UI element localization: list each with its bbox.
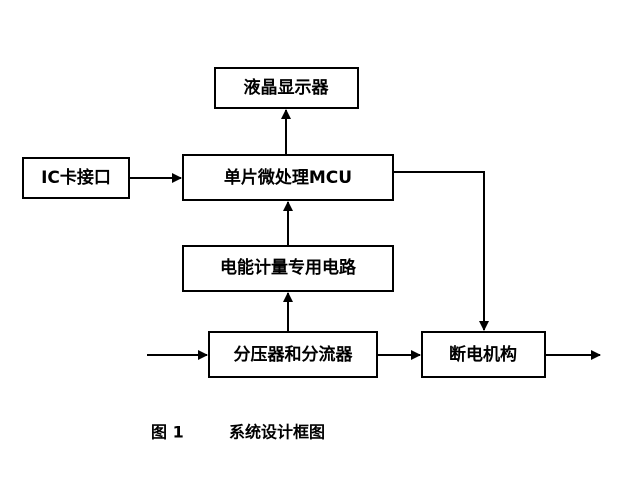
divider-block: 分压器和分流器	[208, 331, 378, 378]
breaker-label: 断电机构	[449, 344, 517, 365]
lcd-block: 液晶显示器	[214, 67, 359, 109]
figure-number: 图 1	[151, 423, 184, 442]
mcu-block: 单片微处理MCU	[182, 154, 394, 201]
figure-title: 系统设计框图	[229, 423, 325, 442]
lcd-label: 液晶显示器	[244, 77, 330, 98]
mcu-label: 单片微处理MCU	[224, 167, 352, 188]
metering-block: 电能计量专用电路	[182, 245, 394, 292]
metering-label: 电能计量专用电路	[220, 257, 357, 278]
divider-label: 分压器和分流器	[234, 344, 354, 365]
figure-caption: 图 1 系统设计框图	[151, 423, 325, 442]
breaker-block: 断电机构	[421, 331, 546, 378]
arrow-mcu-to-breaker	[393, 171, 489, 331]
ic-card-label: IC卡接口	[41, 167, 111, 188]
ic-card-block: IC卡接口	[22, 157, 130, 199]
